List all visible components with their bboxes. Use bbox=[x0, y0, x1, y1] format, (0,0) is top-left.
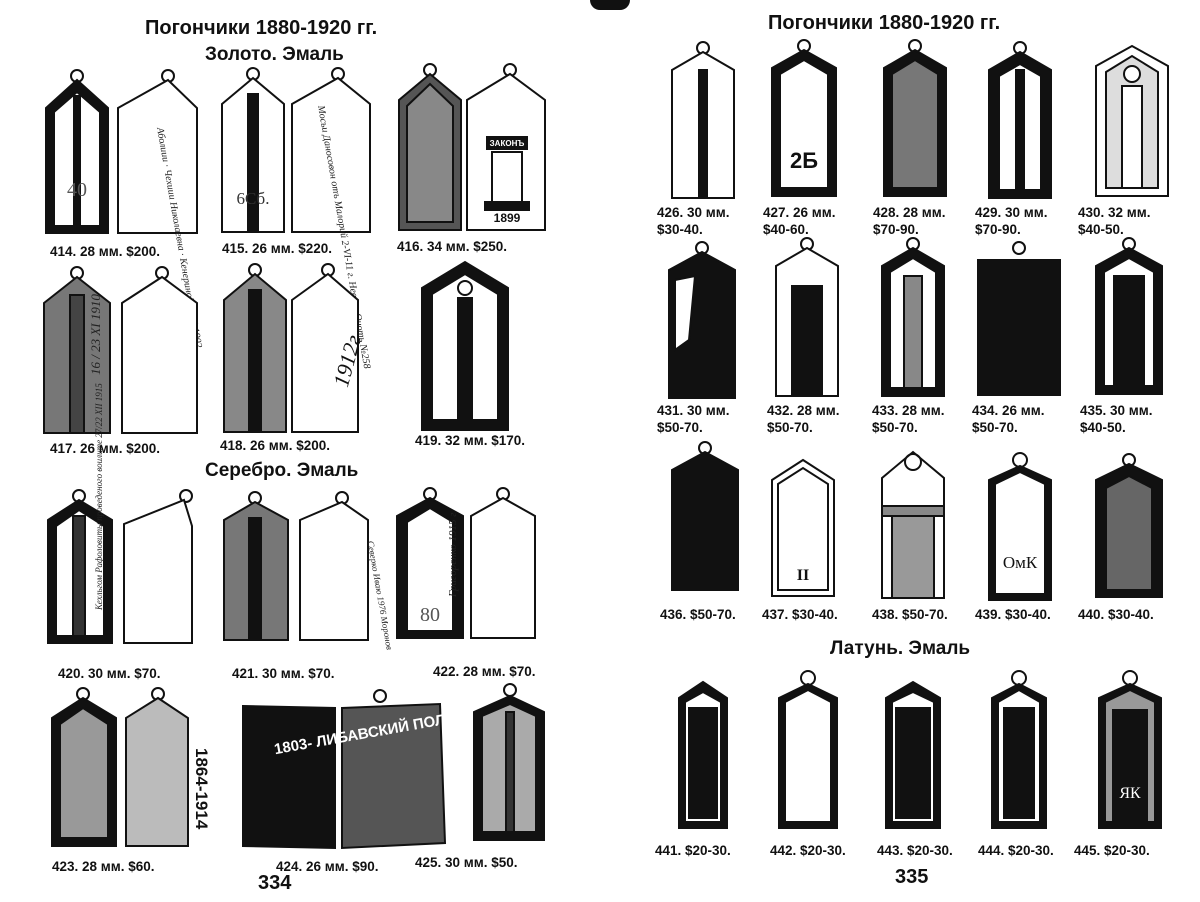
epaulette-pair-icon: 1864-1914 bbox=[51, 687, 211, 847]
item-caption: 419. 32 мм. $170. bbox=[415, 433, 526, 448]
epaulette-icon bbox=[885, 680, 941, 829]
page-number: 335 bbox=[895, 866, 929, 888]
item-caption: 434. 26 мм.$50-70. bbox=[972, 403, 1045, 435]
epaulette-icon: 2Б bbox=[771, 39, 837, 197]
book-spine-clip bbox=[590, 0, 630, 10]
item-caption: 422. 28 мм. $70. bbox=[433, 664, 536, 679]
item-caption: 444. $20-30. bbox=[978, 843, 1054, 858]
epaulette-pair-icon: ЗАКОНЪ 1899 bbox=[398, 63, 546, 231]
item-caption: 427. 26 мм.$40-60. bbox=[763, 205, 836, 237]
item-caption: 417. 26 мм. $200. bbox=[50, 441, 161, 456]
reverse-inscription: Кехльгом Рафоловиты проведеного воилите … bbox=[94, 383, 104, 611]
epaulette-pair-icon: 6Сб. Мосьи Даносовон отъ Малорий 2-VI-11… bbox=[221, 67, 372, 370]
epaulette-pair-icon: 16 / 23 XI 1910 bbox=[43, 266, 198, 434]
item-caption: 432. 28 мм.$50-70. bbox=[767, 403, 840, 435]
item-caption: 433. 28 мм.$50-70. bbox=[872, 403, 945, 435]
section-heading-gold: Золото. Эмаль bbox=[205, 44, 344, 65]
epaulette-icon bbox=[678, 680, 728, 829]
item-caption: 437. $30-40. bbox=[762, 607, 838, 622]
section-heading-brass: Латунь. Эмаль bbox=[830, 638, 971, 659]
item-caption: 418. 26 мм. $200. bbox=[220, 438, 331, 453]
epaulette-pair-icon: Кехльгом Рафоловиты проведеного воилите … bbox=[47, 383, 193, 644]
epaulette-icon bbox=[977, 241, 1061, 396]
epaulette-icon bbox=[778, 670, 838, 829]
reverse-inscription: 1899 bbox=[494, 211, 521, 225]
epaulette-icon bbox=[988, 41, 1052, 199]
epaulette-icon bbox=[668, 241, 736, 399]
item-caption: 435. 30 мм.$40-50. bbox=[1080, 403, 1153, 435]
section-heading-silver: Серебро. Эмаль bbox=[205, 460, 359, 481]
epaulette-icon bbox=[671, 41, 735, 199]
item-caption: 428. 28 мм.$70-90. bbox=[873, 205, 946, 237]
item-caption: 414. 28 мм. $200. bbox=[50, 244, 161, 259]
epaulette-icon bbox=[775, 237, 839, 397]
obverse-mark: 6Сб. bbox=[237, 189, 270, 208]
item-caption: 426. 30 мм.$30-40. bbox=[657, 205, 730, 237]
plaque-pair-icon: 1803- ЛИБАВСКИЙ ПОЛКЪ 1903 bbox=[242, 689, 506, 850]
obverse-mark: 40 bbox=[67, 179, 87, 201]
item-caption: 445. $20-30. bbox=[1074, 843, 1150, 858]
obverse-mark: ОмК bbox=[1003, 553, 1038, 572]
reverse-inscription: 16 / 23 XI 1910 bbox=[88, 294, 103, 375]
reverse-inscription: 1864-1914 bbox=[192, 748, 211, 830]
page-title: Погончики 1880-1920 гг. bbox=[768, 12, 1001, 34]
epaulette-icon bbox=[473, 683, 545, 841]
item-caption: 415. 26 мм. $220. bbox=[222, 241, 333, 256]
epaulette-icon bbox=[421, 260, 509, 431]
item-caption: 440. $30-40. bbox=[1078, 607, 1154, 622]
epaulette-icon: II bbox=[771, 458, 835, 597]
reverse-inscription: Северко Иваю 1976 Моронов bbox=[366, 540, 395, 651]
epaulette-icon bbox=[883, 39, 947, 197]
item-caption: 420. 30 мм. $70. bbox=[58, 666, 161, 681]
item-caption: 429. 30 мм.$70-90. bbox=[975, 205, 1048, 237]
epaulette-icon bbox=[1095, 237, 1163, 395]
item-caption: 431. 30 мм.$50-70. bbox=[657, 403, 730, 435]
epaulette-pair-icon: Северко Иваю 1976 Моронов bbox=[223, 491, 395, 651]
obverse-mark: 2Б bbox=[790, 148, 818, 173]
epaulette-pair-icon: 40 Аболиии · Чехиии Николаевна · Кенерин… bbox=[45, 69, 204, 349]
item-caption: 443. $20-30. bbox=[877, 843, 953, 858]
item-caption: 423. 28 мм. $60. bbox=[52, 859, 155, 874]
epaulette-icon bbox=[881, 237, 945, 397]
epaulette-icon bbox=[1095, 453, 1163, 598]
item-caption: 441. $20-30. bbox=[655, 843, 731, 858]
page-title: Погончики 1880-1920 гг. bbox=[145, 17, 378, 39]
item-caption: 430. 32 мм.$40-50. bbox=[1078, 205, 1151, 237]
item-caption: 425. 30 мм. $50. bbox=[415, 855, 518, 870]
item-caption: 424. 26 мм. $90. bbox=[276, 859, 379, 874]
item-caption: 421. 30 мм. $70. bbox=[232, 666, 335, 681]
item-caption: 436. $50-70. bbox=[660, 607, 736, 622]
item-caption: 439. $30-40. bbox=[975, 607, 1051, 622]
obverse-mark: ЗАКОНЪ bbox=[490, 139, 525, 148]
item-caption: 442. $20-30. bbox=[770, 843, 846, 858]
obverse-mark: II bbox=[797, 567, 809, 584]
epaulette-icon bbox=[881, 450, 945, 599]
reverse-inscription: Григоренко 1915 г bbox=[447, 512, 459, 598]
epaulette-icon bbox=[991, 670, 1047, 829]
epaulette-icon: ЯК bbox=[1098, 670, 1162, 829]
obverse-mark: ЯК bbox=[1119, 785, 1141, 802]
epaulette-icon bbox=[671, 441, 739, 591]
item-caption: 438. $50-70. bbox=[872, 607, 948, 622]
right-page: Погончики 1880-1920 гг. Латунь. Эмаль 33… bbox=[600, 0, 1200, 902]
left-page: Погончики 1880-1920 гг. Золото. Эмаль Се… bbox=[43, 17, 546, 894]
epaulette-icon bbox=[1095, 44, 1169, 197]
obverse-mark: 80 bbox=[420, 604, 440, 626]
epaulette-pair-icon: 1912г bbox=[223, 263, 366, 433]
epaulette-icon: ОмК bbox=[988, 452, 1052, 601]
item-caption: 416. 34 мм. $250. bbox=[397, 239, 508, 254]
epaulette-pair-icon: 80 Григоренко 1915 г bbox=[396, 487, 536, 639]
page-number: 334 bbox=[258, 872, 292, 894]
